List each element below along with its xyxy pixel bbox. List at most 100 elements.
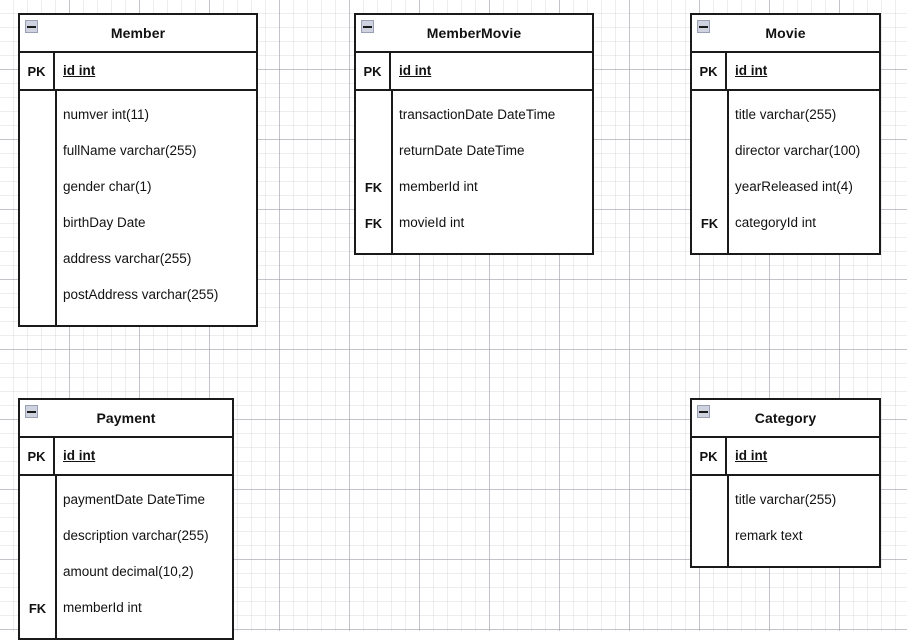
- attribute-row[interactable]: transactionDate DateTime: [356, 97, 592, 133]
- attribute-row[interactable]: remark text: [692, 518, 879, 554]
- entity-movie[interactable]: Movie PK id int title varchar(255) direc…: [690, 13, 881, 255]
- attribute-key: [20, 554, 55, 590]
- entity-category-title-bar[interactable]: Category: [692, 400, 879, 438]
- attribute-field: paymentDate DateTime: [63, 492, 206, 508]
- entity-member-title-bar[interactable]: Member: [20, 15, 256, 53]
- entity-membermovie-title-bar[interactable]: MemberMovie: [356, 15, 592, 53]
- attribute-field: remark text: [735, 528, 803, 544]
- entity-member-name: Member: [110, 25, 166, 41]
- entity-member[interactable]: Member PK id int numver int(11) fullName…: [18, 13, 258, 327]
- attribute-key: [20, 133, 55, 169]
- entity-category[interactable]: Category PK id int title varchar(255) re…: [690, 398, 881, 568]
- attribute-field: memberId int: [399, 179, 478, 195]
- attribute-row[interactable]: title varchar(255): [692, 482, 879, 518]
- entity-payment-pk-key: PK: [20, 438, 55, 474]
- entity-member-column-divider: [55, 91, 57, 325]
- collapse-minus-icon[interactable]: [697, 405, 710, 418]
- attribute-row[interactable]: numver int(11): [20, 97, 256, 133]
- entity-membermovie-column-divider: [391, 91, 393, 253]
- attribute-field: address varchar(255): [63, 251, 192, 267]
- entity-payment-pk-row[interactable]: PK id int: [20, 438, 232, 476]
- attribute-field: categoryId int: [735, 215, 817, 231]
- attribute-key: [20, 205, 55, 241]
- attribute-key: [20, 241, 55, 277]
- attribute-key: [692, 133, 727, 169]
- attribute-row[interactable]: yearReleased int(4): [692, 169, 879, 205]
- attribute-key: [20, 277, 55, 313]
- attribute-field: fullName varchar(255): [63, 143, 197, 159]
- entity-category-pk-field: id int: [735, 448, 768, 464]
- entity-movie-pk-row[interactable]: PK id int: [692, 53, 879, 91]
- attribute-row[interactable]: address varchar(255): [20, 241, 256, 277]
- attribute-row[interactable]: gender char(1): [20, 169, 256, 205]
- entity-membermovie-pk-row[interactable]: PK id int: [356, 53, 592, 91]
- entity-movie-title-bar[interactable]: Movie: [692, 15, 879, 53]
- entity-member-pk-row[interactable]: PK id int: [20, 53, 256, 91]
- attribute-row[interactable]: FK movieId int: [356, 205, 592, 241]
- attribute-field: movieId int: [399, 215, 465, 231]
- attribute-row[interactable]: fullName varchar(255): [20, 133, 256, 169]
- attribute-field: postAddress varchar(255): [63, 287, 219, 303]
- attribute-field: numver int(11): [63, 107, 150, 123]
- entity-movie-pk-key: PK: [692, 53, 727, 89]
- attribute-key: [20, 97, 55, 133]
- attribute-row[interactable]: returnDate DateTime: [356, 133, 592, 169]
- attribute-row[interactable]: FK categoryId int: [692, 205, 879, 241]
- entity-membermovie-pk-field: id int: [399, 63, 432, 79]
- attribute-key: [692, 518, 727, 554]
- entity-category-column-divider: [727, 476, 729, 566]
- entity-payment[interactable]: Payment PK id int paymentDate DateTime d…: [18, 398, 234, 640]
- attribute-row[interactable]: paymentDate DateTime: [20, 482, 232, 518]
- entity-category-attributes: title varchar(255) remark text: [692, 476, 879, 566]
- entity-payment-attributes: paymentDate DateTime description varchar…: [20, 476, 232, 638]
- entity-category-name: Category: [754, 410, 817, 426]
- attribute-key: FK: [700, 215, 719, 231]
- entity-membermovie-name: MemberMovie: [426, 25, 522, 41]
- attribute-key: [20, 482, 55, 518]
- attribute-field: title varchar(255): [735, 107, 837, 123]
- attribute-row[interactable]: title varchar(255): [692, 97, 879, 133]
- entity-category-pk-row[interactable]: PK id int: [692, 438, 879, 476]
- collapse-minus-icon[interactable]: [25, 405, 38, 418]
- entity-member-pk-key: PK: [20, 53, 55, 89]
- attribute-row[interactable]: FK memberId int: [356, 169, 592, 205]
- attribute-key: [20, 169, 55, 205]
- attribute-field: birthDay Date: [63, 215, 146, 231]
- attribute-row[interactable]: director varchar(100): [692, 133, 879, 169]
- attribute-key: [356, 133, 391, 169]
- entity-category-pk-key: PK: [692, 438, 727, 474]
- attribute-key: [692, 169, 727, 205]
- attribute-key: [692, 482, 727, 518]
- attribute-field: returnDate DateTime: [399, 143, 525, 159]
- entity-movie-attributes: title varchar(255) director varchar(100)…: [692, 91, 879, 253]
- attribute-field: memberId int: [63, 600, 142, 616]
- attribute-row[interactable]: postAddress varchar(255): [20, 277, 256, 313]
- collapse-minus-icon[interactable]: [697, 20, 710, 33]
- attribute-row[interactable]: FK memberId int: [20, 590, 232, 626]
- attribute-key: FK: [364, 215, 383, 231]
- entity-movie-pk-field: id int: [735, 63, 768, 79]
- entity-member-attributes: numver int(11) fullName varchar(255) gen…: [20, 91, 256, 325]
- entity-movie-column-divider: [727, 91, 729, 253]
- attribute-row[interactable]: amount decimal(10,2): [20, 554, 232, 590]
- collapse-minus-icon[interactable]: [361, 20, 374, 33]
- entity-membermovie[interactable]: MemberMovie PK id int transactionDate Da…: [354, 13, 594, 255]
- attribute-row[interactable]: birthDay Date: [20, 205, 256, 241]
- attribute-field: transactionDate DateTime: [399, 107, 556, 123]
- collapse-minus-icon[interactable]: [25, 20, 38, 33]
- entity-movie-name: Movie: [765, 25, 806, 41]
- attribute-field: gender char(1): [63, 179, 152, 195]
- entity-payment-name: Payment: [96, 410, 156, 426]
- entity-payment-title-bar[interactable]: Payment: [20, 400, 232, 438]
- attribute-row[interactable]: description varchar(255): [20, 518, 232, 554]
- attribute-field: title varchar(255): [735, 492, 837, 508]
- attribute-key: FK: [364, 179, 383, 195]
- attribute-key: FK: [28, 600, 47, 616]
- entity-membermovie-attributes: transactionDate DateTime returnDate Date…: [356, 91, 592, 253]
- attribute-field: director varchar(100): [735, 143, 861, 159]
- entity-payment-pk-field: id int: [63, 448, 96, 464]
- entity-member-pk-field: id int: [63, 63, 96, 79]
- attribute-field: yearReleased int(4): [735, 179, 853, 195]
- attribute-field: description varchar(255): [63, 528, 209, 544]
